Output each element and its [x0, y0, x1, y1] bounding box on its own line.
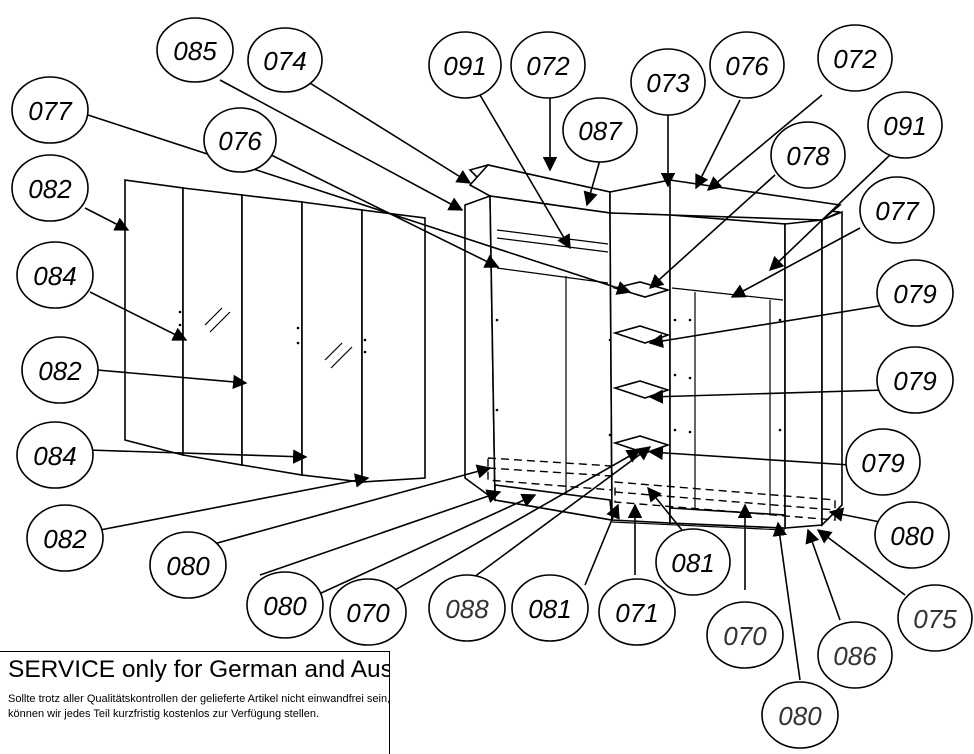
door-panel-1	[124, 179, 184, 457]
svg-text:075: 075	[913, 604, 957, 634]
callout-085: 085	[156, 17, 234, 83]
svg-text:081: 081	[528, 594, 571, 624]
svg-text:074: 074	[263, 46, 306, 76]
callout-091: 091	[867, 91, 943, 159]
door-panel-5	[361, 209, 426, 483]
svg-text:080: 080	[778, 701, 822, 731]
svg-text:072: 072	[526, 51, 570, 81]
clothes-rail-right	[671, 287, 784, 301]
callout-075: 075	[897, 584, 973, 652]
callout-084: 084	[16, 421, 94, 489]
callout-080: 080	[761, 681, 839, 749]
callout-091: 091	[428, 31, 502, 99]
service-title: SERVICE only for German and Austria Mark…	[8, 656, 390, 683]
callout-087: 087	[562, 97, 638, 163]
service-text-line-2: können wir jedes Teil kurzfristig kosten…	[8, 708, 320, 720]
hardware-dots	[178, 310, 782, 437]
callout-072: 072	[817, 24, 893, 92]
svg-text:087: 087	[578, 116, 623, 146]
svg-text:086: 086	[833, 641, 877, 671]
callout-088: 088	[428, 574, 506, 642]
svg-text:079: 079	[893, 279, 936, 309]
cabinet-carcass	[178, 164, 843, 531]
door-panel-4	[301, 201, 363, 483]
mirror-hatch-1	[204, 307, 231, 333]
callout-076: 076	[203, 107, 277, 173]
mirror-hatch-2	[324, 342, 353, 369]
svg-text:080: 080	[890, 521, 934, 551]
callout-079: 079	[845, 428, 921, 496]
svg-text:078: 078	[786, 141, 830, 171]
svg-text:085: 085	[173, 36, 217, 66]
callout-081: 081	[655, 528, 731, 596]
callout-072: 072	[510, 31, 586, 99]
callout-070: 070	[706, 601, 784, 669]
svg-text:091: 091	[443, 51, 486, 81]
callout-073: 073	[630, 48, 706, 116]
service-text-line-1: Sollte trotz aller Qualitätskontrollen d…	[8, 693, 390, 705]
leader-lines	[84, 79, 906, 681]
callout-082: 082	[11, 154, 89, 222]
svg-text:079: 079	[893, 366, 936, 396]
callout-077: 077	[859, 176, 935, 244]
callout-080: 080	[149, 531, 227, 599]
callout-bubbles: 085 074 091 072 073 076 072 077 076 087 …	[11, 17, 973, 749]
callout-080: 080	[874, 501, 950, 569]
svg-text:070: 070	[346, 598, 390, 628]
clothes-rail-left	[496, 267, 609, 284]
svg-text:079: 079	[861, 448, 904, 478]
callout-070: 070	[329, 578, 407, 646]
svg-text:082: 082	[43, 524, 87, 554]
callout-076: 076	[709, 31, 785, 99]
svg-text:076: 076	[725, 51, 769, 81]
callout-082: 082	[21, 336, 99, 404]
svg-text:084: 084	[33, 441, 76, 471]
svg-text:071: 071	[615, 598, 658, 628]
callout-080: 080	[246, 571, 324, 639]
callout-084: 084	[16, 241, 94, 309]
svg-text:082: 082	[28, 174, 72, 204]
svg-text:076: 076	[218, 126, 262, 156]
svg-text:084: 084	[33, 261, 76, 291]
callout-082: 082	[26, 504, 104, 572]
svg-text:070: 070	[723, 621, 767, 651]
right-compartment	[669, 214, 786, 529]
svg-text:080: 080	[263, 591, 307, 621]
svg-text:073: 073	[646, 68, 690, 98]
svg-text:077: 077	[28, 96, 73, 126]
right-outer-panel	[821, 210, 843, 527]
svg-text:081: 081	[671, 548, 714, 578]
callout-086: 086	[817, 621, 893, 689]
service-notice: SERVICE only for German and Austria Mark…	[0, 651, 390, 754]
callout-081: 081	[511, 574, 589, 642]
svg-text:077: 077	[875, 196, 920, 226]
callout-079: 079	[876, 259, 954, 327]
middle-compartment	[609, 212, 671, 524]
door-panels	[124, 179, 426, 483]
door-panel-3	[241, 194, 303, 476]
svg-text:080: 080	[166, 551, 210, 581]
svg-text:088: 088	[445, 594, 489, 624]
door-panel-2	[182, 187, 243, 466]
callout-077: 077	[11, 76, 89, 144]
callout-071: 071	[598, 578, 676, 646]
svg-text:082: 082	[38, 356, 82, 386]
callout-074: 074	[247, 27, 323, 93]
callout-079: 079	[876, 346, 954, 414]
callout-078: 078	[770, 121, 846, 189]
svg-text:091: 091	[883, 111, 926, 141]
svg-text:072: 072	[833, 44, 877, 74]
